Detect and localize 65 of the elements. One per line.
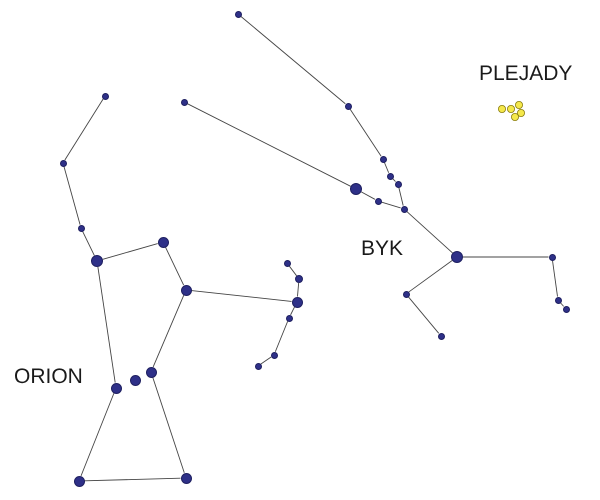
star-dot [180, 284, 192, 296]
constellation-line [80, 392, 114, 476]
constellation-line [186, 103, 352, 187]
star-dot [180, 472, 192, 484]
star-dot [91, 255, 103, 267]
star-dot [386, 172, 394, 180]
constellation-line [392, 178, 396, 182]
star-dot [350, 183, 362, 195]
constellation-line [398, 186, 404, 206]
star-dot [270, 352, 278, 358]
constellation-line [63, 166, 81, 226]
constellation-line [102, 243, 158, 260]
star-dot [234, 10, 242, 18]
constellation-line [288, 265, 298, 276]
star-dot [286, 314, 292, 322]
star-dot [180, 98, 188, 106]
star-dot [110, 382, 122, 394]
constellation-line [384, 162, 390, 174]
star-dot [146, 366, 156, 378]
constellation-line [152, 376, 185, 474]
constellation-line [274, 320, 288, 352]
star-dot [380, 156, 386, 162]
constellation-line [152, 294, 184, 368]
star-dot [562, 306, 570, 312]
star-dot [254, 362, 262, 370]
star-dot [295, 275, 303, 283]
constellation-name: PLEJADY [479, 63, 572, 84]
star-dot [548, 254, 556, 260]
star-dot [292, 296, 302, 308]
star-dot [344, 102, 352, 110]
constellation-line [408, 296, 440, 334]
constellation-line [84, 478, 181, 482]
constellation-line [552, 260, 558, 297]
star-dot [400, 206, 408, 212]
star-dot [74, 476, 84, 486]
constellation-line [406, 210, 453, 254]
star-dot [130, 374, 140, 386]
star-dot [60, 160, 66, 166]
star-dot [158, 236, 168, 248]
star-dot [394, 180, 402, 188]
constellation-line [82, 230, 95, 256]
constellation-line [290, 306, 295, 316]
star-dot [102, 92, 108, 100]
star-dot [284, 260, 290, 266]
star-dot [374, 198, 382, 204]
constellation-name: BYK [361, 238, 404, 259]
constellation-line [349, 108, 382, 157]
constellation-line [462, 256, 549, 258]
constellation-line [240, 16, 346, 104]
constellation-line [360, 191, 376, 200]
constellation-line [64, 98, 104, 160]
constellation-line [97, 266, 116, 383]
star-dot [554, 296, 562, 304]
constellation-line [380, 202, 402, 208]
star-dot [402, 290, 410, 298]
star-dot [78, 224, 84, 232]
star-dot [451, 251, 463, 263]
constellation-line [560, 302, 564, 307]
star-dot [438, 332, 444, 340]
constellation-line [260, 356, 272, 364]
constellation-name: ORION [14, 366, 83, 387]
constellation-line [164, 246, 184, 286]
constellation-line [408, 260, 453, 292]
constellation-line [297, 282, 300, 297]
constellation-line [191, 290, 292, 302]
